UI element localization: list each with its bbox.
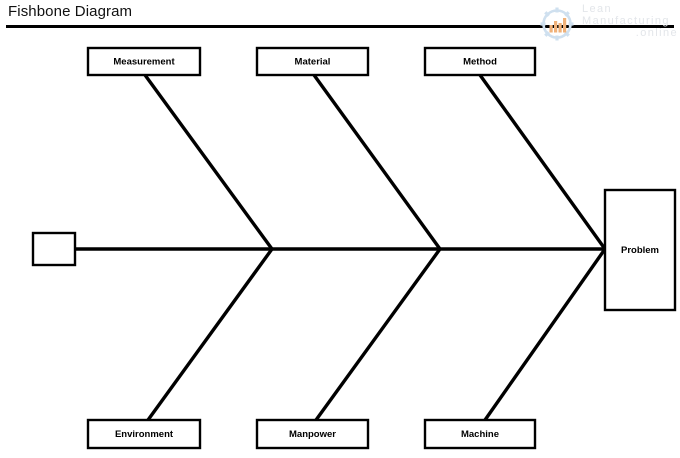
cause-box-method[interactable]: Method — [423, 46, 537, 77]
title-block: Fishbone Diagram — [0, 0, 680, 30]
cause-box-manpower-label: Manpower — [289, 429, 336, 440]
page-title: Fishbone Diagram — [8, 3, 133, 20]
cause-box-material-label: Material — [295, 57, 331, 68]
effect-box-problem[interactable]: Problem — [603, 188, 677, 312]
cause-rib-environment[interactable] — [146, 248, 274, 421]
cause-box-manpower[interactable]: Manpower — [255, 418, 370, 450]
tail-box[interactable] — [31, 231, 77, 267]
cause-boxes-layer: Problem Measurement Material MethodEnvironm… — [31, 46, 677, 450]
cause-rib-measurement[interactable] — [143, 73, 274, 251]
cause-box-measurement-rect — [86, 46, 202, 77]
cause-rib-method[interactable] — [478, 74, 607, 250]
cause-ribs-layer — [143, 73, 607, 421]
cause-box-method-label: Method — [463, 57, 497, 68]
cause-rib-material[interactable] — [312, 74, 442, 250]
effect-box-problem-rect — [603, 188, 677, 312]
title-divider — [6, 25, 674, 28]
cause-box-environment-rect — [86, 418, 202, 450]
cause-box-environment-label: Environment — [115, 429, 174, 440]
cause-rib-machine[interactable] — [483, 248, 607, 421]
cause-box-environment[interactable]: Environment — [86, 418, 202, 450]
cause-box-material-rect — [255, 46, 370, 77]
effect-box-problem-label: Problem — [621, 245, 659, 256]
cause-box-machine-rect — [423, 418, 537, 450]
cause-box-manpower-rect — [255, 418, 370, 450]
cause-box-machine-label: Machine — [461, 429, 499, 440]
cause-box-measurement[interactable]: Measurement — [86, 46, 202, 77]
cause-box-machine[interactable]: Machine — [423, 418, 537, 450]
cause-box-method-rect — [423, 46, 537, 77]
tail-box-rect — [31, 231, 77, 267]
cause-box-measurement-label: Measurement — [113, 57, 175, 68]
cause-box-material[interactable]: Material — [255, 46, 370, 77]
cause-rib-manpower[interactable] — [314, 248, 442, 421]
